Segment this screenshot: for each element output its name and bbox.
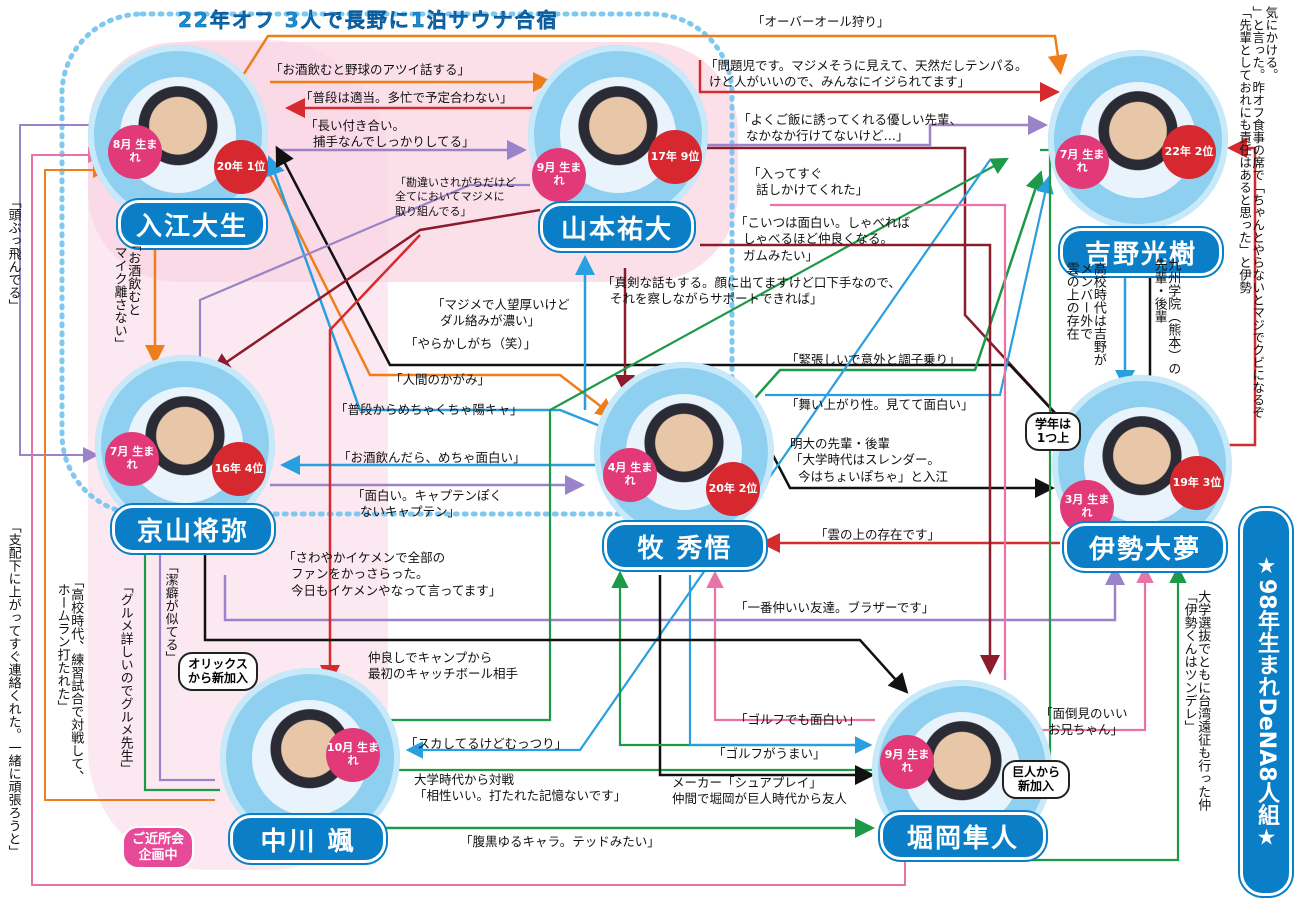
player-maki-name: 牧 秀悟: [604, 522, 766, 570]
label-l9: 「こいつは面白い。しゃべれば しゃべるほど仲良くなる。 ガムみたい」: [735, 215, 911, 263]
label-l15: 「お酒飲んだら、めちゃ面白い」: [338, 450, 526, 465]
side-title: ★98年生まれDeNA8人組★: [1240, 508, 1292, 896]
player-yoshino-name: 吉野光樹: [1060, 228, 1222, 276]
irie-draft-badge: 20年 1位: [214, 140, 268, 194]
kyoyama-draft-badge: 16年 4位: [212, 442, 266, 496]
label-l19: 明大の先輩・後輩 「大学時代はスレンダー。 今はちょいぽちゃ」と入江: [790, 436, 948, 484]
label-l20: 「雲の上の存在です」: [815, 527, 941, 542]
label-l26: 「ゴルフでも面白い」: [735, 712, 861, 727]
line-nakagawa-ise: [380, 148, 1052, 772]
label-l12: 「やらかしがち（笑）」: [405, 336, 537, 351]
label-l22: 「一番仲いい友達。ブラザーです」: [735, 600, 935, 615]
ise-draft-badge: 19年 3位: [1170, 456, 1224, 510]
label-l5: 「問題児です。マジメそうに見えて、天然だしテンパる。 けど人がいいので、みんなに…: [705, 58, 1028, 90]
label-l29: 「腹黒ゆるキャラ。テッドみたい」: [460, 834, 660, 849]
label-l18: 「舞い上がり性。見てて面白い」: [786, 397, 974, 412]
kyojin-bubble: 巨人から 新加入: [1002, 760, 1071, 799]
line-kyoyama-yamamoto: [198, 183, 530, 370]
label-l25: 大学時代から対戦 「相性いい。打たれた記憶ないです」: [414, 772, 627, 804]
line-horioka-irie: [31, 147, 906, 886]
line-horioka-maki-golf: [706, 570, 875, 722]
sauna-camp-zone: [59, 11, 735, 517]
nakagawa-birth-badge: 10月 生まれ: [326, 728, 380, 782]
line-yamamoto-yoshino: [698, 60, 1060, 102]
label-l8: 「勘違いされがちだけど 全てにおいてマジメに 取り組んでる」: [395, 176, 516, 218]
line-yoshino-nakagawa: [405, 159, 991, 759]
label-l30: 「面倒見のいい お兄ちゃん」: [1040, 706, 1128, 738]
line-maki-yoshino: [739, 170, 1045, 416]
label-l10: 「真剣な話もする。顔に出てますけど口下手なので、 それを察しながらサポートできれ…: [602, 275, 901, 307]
vlabel-v1: 気にかける。 」と言った。昨オフ食事の席で「ちゃんとやらないとマジでクビになるぞ…: [1237, 6, 1279, 419]
vlabel-v3: 高校時代は吉野が メンバー外で 雲の上の存在: [1063, 262, 1106, 366]
line-kyoyama-horioka: [203, 550, 909, 694]
yoshino-birth-badge: 7月 生まれ: [1055, 135, 1109, 189]
gakunen-bubble: 学年は 1つ上: [1025, 412, 1082, 451]
vlabel-v7: 「高校時代、練習試合で対戦して、 ホームラン打たれた」: [54, 575, 84, 783]
label-l27: 「ゴルフがうまい」: [713, 746, 826, 761]
line-maki-irie: [265, 155, 611, 432]
vlabel-v4: 「頭ぶっ飛んでる」: [5, 195, 21, 312]
kinjo-badge: ご近所会 企画中: [122, 826, 195, 870]
label-l6: 「よくご飯に誘ってくれる優しい先輩、 なかなか行けてないけど…」: [738, 112, 963, 144]
label-l2: 「お酒飲むと野球のアツイ話する」: [270, 62, 471, 77]
vlabel-v6: 「支配下に上がってすぐ連絡くれた。一緒に頑張ろうと」: [5, 520, 21, 858]
label-l4: 「長い付き合い。 捕手なんでしっかりしてる」: [305, 118, 475, 150]
player-kyoyama-name: 京山将弥: [112, 505, 274, 553]
line-nakagawa-kyoyama: [158, 550, 215, 782]
maki-draft-badge: 20年 2位: [706, 462, 760, 516]
line-maki-horioka-golf: [688, 575, 873, 754]
line-yamamoto-kyoyama: [210, 208, 541, 373]
line-maki-horioka: [658, 575, 875, 785]
player-ise-name: 伊勢大夢: [1064, 523, 1226, 571]
label-l17: 「緊張しいで意外と調子乗り」: [786, 352, 961, 367]
line-yamamoto-horioka: [700, 243, 1000, 675]
label-l16: 「面白い。キャプテンぽく ないキャプテン」: [352, 488, 503, 520]
line-irie-left: [19, 124, 100, 463]
label-l21: 「さわやかイケメンで全部の ファンをかっさらった。 今日もイケメンやなって言って…: [283, 550, 502, 598]
line-nakagawa-maki: [380, 157, 1009, 722]
yamamoto-birth-badge: 9月 生まれ: [532, 148, 586, 202]
kyoyama-birth-badge: 7月 生まれ: [105, 432, 159, 486]
line-horioka-ise3: [940, 565, 1187, 862]
line-yamamoto-nakagawa: [320, 234, 421, 685]
label-l7: 「入ってすぐ 話しかけてくれた」: [748, 166, 869, 198]
vlabel-v9: 「潔癖が似てる」: [162, 560, 178, 664]
maki-birth-badge: 4月 生まれ: [603, 448, 657, 502]
vlabel-v8: 「グルメ詳しいのでグルメ先生」: [117, 580, 133, 775]
vlabel-v2: 九州学院（熊本）の 先輩・後輩: [1151, 258, 1181, 375]
label-l11: 「マジメで人望厚いけど ダル絡みが濃い」: [432, 297, 570, 329]
line-irie-yoshino: [238, 34, 1068, 81]
line-ise-yoshino-side: [1215, 138, 1257, 447]
label-l1: 「オーバーオール狩り」: [752, 14, 890, 29]
yamamoto-draft-badge: 17年 9位: [648, 130, 702, 184]
player-yamamoto-name: 山本祐大: [540, 203, 694, 251]
orix-bubble: オリックス から新加入: [178, 652, 259, 691]
player-horioka-name: 堀岡隼人: [880, 812, 1046, 860]
line-yamamoto-yoshino2: [705, 115, 1048, 147]
player-nakagawa-name: 中川 颯: [230, 815, 386, 863]
horioka-birth-badge: 9月 生まれ: [880, 735, 934, 789]
label-l24: 「スカしてるけどむっつり」: [405, 736, 568, 751]
diagram-title: 22年オフ 3人で長野に1泊サウナ合宿: [178, 8, 559, 33]
line-kyoyama-nakagawa: [143, 550, 220, 792]
label-l3: 「普段は適当。多忙で予定合わない」: [300, 90, 513, 105]
label-l14: 「普段からめちゃくちゃ陽キャ」: [335, 402, 523, 417]
irie-birth-badge: 8月 生まれ: [108, 125, 162, 179]
label-l28: メーカー「シュアプレイ」 仲間で堀岡が巨人時代から友人: [672, 775, 848, 807]
vlabel-v5: 「お酒飲むと マイク離さない」: [111, 238, 141, 351]
yoshino-draft-badge: 22年 2位: [1162, 125, 1216, 179]
player-irie-name: 入江大生: [118, 200, 266, 248]
line-horioka-ise2: [770, 203, 1007, 680]
line-nakagawa-irie: [44, 162, 215, 801]
label-l13: 「人間のかがみ」: [390, 372, 491, 387]
label-l23: 仲良しでキャンプから 最初のキャッチボール相手: [368, 650, 519, 682]
vlabel-v10: 大学選抜でともに台湾遠征も行った仲 「伊勢くんはツンデレ」: [1181, 590, 1211, 811]
line-maki-yoshino2: [765, 175, 1054, 397]
